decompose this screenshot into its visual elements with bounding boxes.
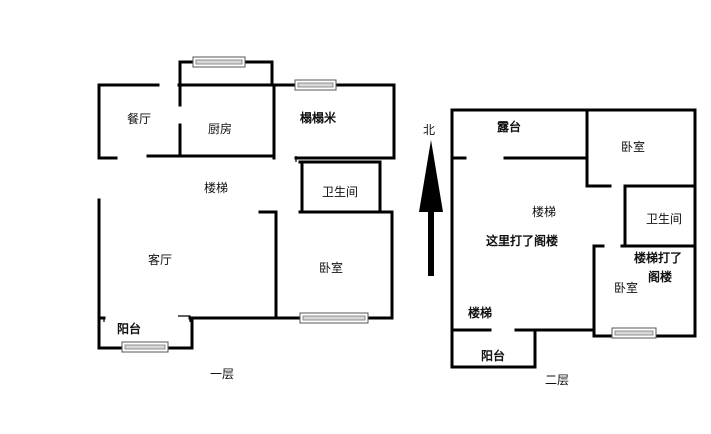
room-label-bedroom-bottom: 卧室 xyxy=(614,280,638,295)
room-label-kitchen: 厨房 xyxy=(208,121,232,136)
floor-2-caption: 二层 xyxy=(545,373,569,387)
floor-1-windows xyxy=(121,56,369,353)
room-label-terrace: 露台 xyxy=(497,119,521,134)
note-stairs-attic-line1: 楼梯打了 xyxy=(634,250,682,265)
room-label-bathroom-2f: 卫生间 xyxy=(646,212,682,226)
floor-1-caption: 一层 xyxy=(210,367,234,381)
floor-1-thin-lines xyxy=(99,156,381,322)
room-label-bedroom-top: 卧室 xyxy=(621,139,645,154)
room-label-dining: 餐厅 xyxy=(127,111,151,126)
window-bedroom-bottom xyxy=(299,312,369,324)
floor-1-plan: 餐厅 厨房 榻榻米 楼梯 卫生间 客厅 卧室 阳台 一层 xyxy=(97,56,396,381)
room-label-tatami: 榻榻米 xyxy=(299,110,337,125)
window-balcony-bottom xyxy=(121,341,169,353)
note-stairs-attic-line2: 阁楼 xyxy=(648,269,672,284)
room-label-stairs-2f: 楼梯 xyxy=(532,204,556,219)
window-tatami-top xyxy=(294,79,337,91)
room-label-bathroom: 卫生间 xyxy=(322,185,358,199)
room-label-stairs: 楼梯 xyxy=(204,180,228,195)
north-arrow-shaft xyxy=(428,200,434,276)
room-label-balcony-2f: 阳台 xyxy=(481,348,505,363)
north-arrow: 北 xyxy=(419,123,443,276)
room-label-balcony: 阳台 xyxy=(117,321,141,336)
room-label-stairs-lower: 楼梯 xyxy=(468,305,492,320)
floor-2-windows xyxy=(611,327,657,339)
floor-1-walls xyxy=(97,60,396,350)
north-label: 北 xyxy=(423,123,435,137)
window-bedroom-bottom-2f xyxy=(611,327,657,339)
room-label-bedroom: 卧室 xyxy=(319,260,343,275)
room-label-living: 客厅 xyxy=(148,252,172,267)
floor-2-walls xyxy=(450,108,697,369)
floor-2-plan: 露台 卧室 楼梯 卫生间 这里打了阁楼 楼梯打了 阁楼 卧室 楼梯 阳台 二层 xyxy=(450,108,697,387)
north-arrow-head xyxy=(419,140,443,212)
window-kitchen-top xyxy=(192,56,246,68)
note-attic: 这里打了阁楼 xyxy=(486,233,558,248)
